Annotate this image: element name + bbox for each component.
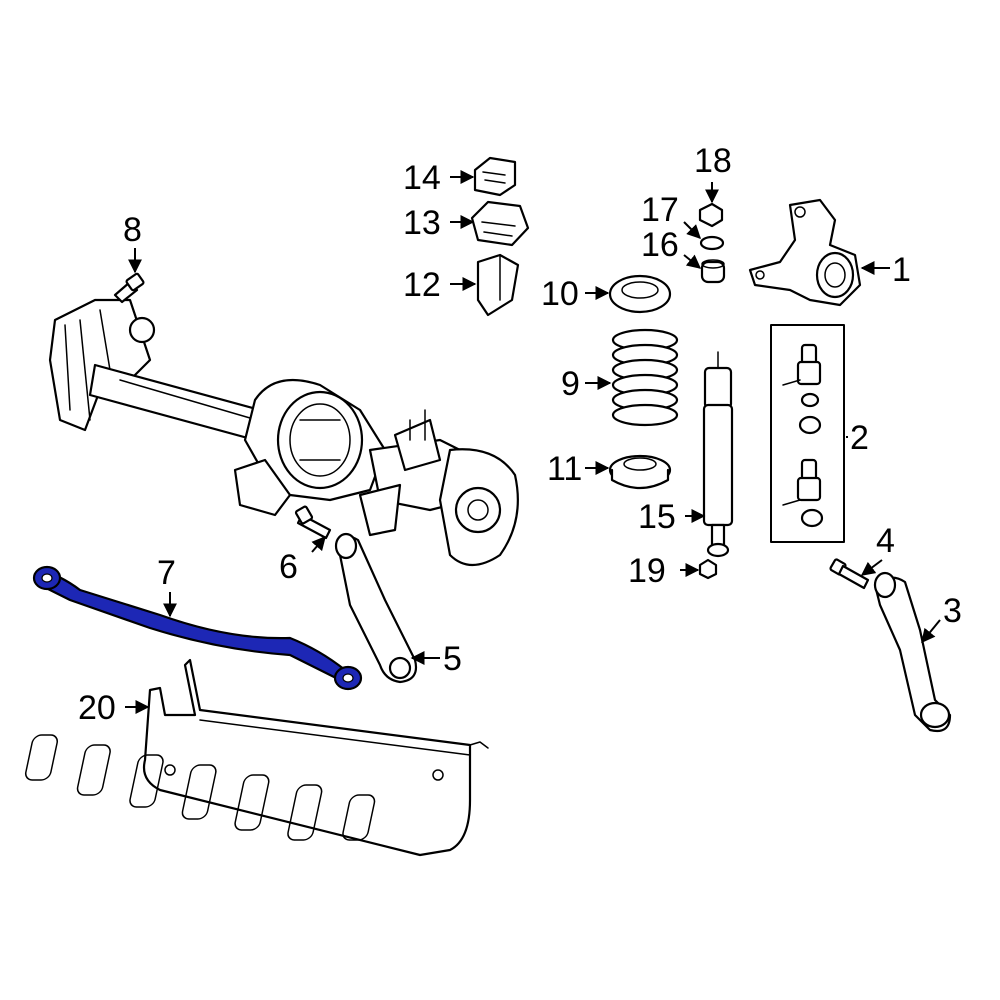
part-7-track-bar — [32, 565, 363, 691]
part-17-washer — [699, 235, 725, 251]
callout-4: 4 — [876, 522, 895, 560]
part-2-ball-joint-kit — [770, 324, 845, 543]
callout-17: 17 — [641, 191, 679, 229]
callout-20: 20 — [78, 689, 116, 727]
callout-9: 9 — [561, 365, 580, 403]
callout-labels: 1 2 3 4 5 6 7 8 9 10 11 12 13 14 15 16 1… — [78, 142, 962, 727]
part-15-shock-absorber — [702, 351, 734, 558]
skid-plate-ribs — [24, 734, 376, 841]
callout-18: 18 — [694, 142, 732, 180]
callout-5: 5 — [443, 640, 462, 678]
part-10-spring-isolator — [608, 274, 672, 314]
callout-8: 8 — [123, 211, 142, 249]
callout-arrows — [125, 170, 941, 714]
part-20-skid-plate — [24, 658, 489, 857]
callout-13: 13 — [403, 204, 441, 242]
front-axle-assembly — [48, 298, 519, 567]
callout-10: 10 — [541, 275, 579, 313]
part-19-nut — [698, 558, 718, 580]
callout-3: 3 — [943, 592, 962, 630]
callout-15: 15 — [638, 498, 676, 536]
part-14-bump-stop — [473, 156, 517, 197]
part-8-bolt — [113, 272, 145, 304]
part-4-bolt — [829, 558, 870, 590]
callout-19: 19 — [628, 552, 666, 590]
callout-1: 1 — [892, 251, 911, 289]
callout-2: 2 — [850, 419, 869, 457]
callout-14: 14 — [403, 159, 441, 197]
part-11-spring-seat — [608, 454, 672, 490]
part-5-control-arm — [334, 532, 418, 684]
part-18-nut — [698, 202, 724, 228]
callout-7: 7 — [157, 554, 176, 592]
callout-12: 12 — [403, 266, 441, 304]
part-6-bolt — [294, 505, 332, 540]
callout-11: 11 — [547, 450, 582, 488]
part-12-bump-stop — [476, 253, 520, 317]
part-1-steering-knuckle — [748, 198, 862, 307]
part-16-bushing — [700, 259, 726, 284]
part-3-control-arm — [873, 571, 952, 733]
callout-6: 6 — [279, 548, 298, 586]
part-13-bump-stop — [470, 200, 530, 247]
part-9-coil-spring — [611, 328, 679, 427]
callout-16: 16 — [641, 226, 679, 264]
